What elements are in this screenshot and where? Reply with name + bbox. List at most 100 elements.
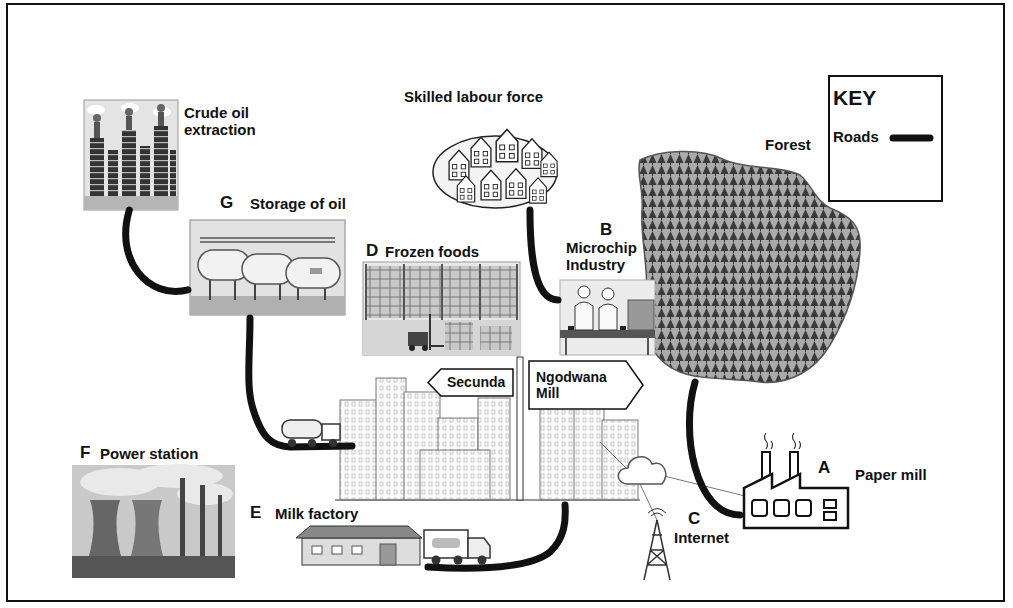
milk-factory-picture [312,546,322,554]
microchip-picture [575,302,593,330]
milk-factory-picture [296,526,490,565]
frozen-foods-picture [422,345,428,351]
labour-houses-picture [457,176,474,202]
tower-picture [644,520,670,580]
labour-houses-picture [506,169,526,199]
labour-houses-picture [496,129,518,161]
labour-houses-picture [530,178,547,203]
milk-factory-picture [352,546,362,554]
power-station-picture [200,485,205,560]
oil-storage-picture [190,220,345,315]
place-label: Milk factory [275,505,358,522]
place-label: Forest [765,136,811,153]
labour-houses-picture [433,136,557,208]
place-label: Frozen foods [385,243,479,260]
paper-mill-picture [824,512,836,520]
road-connector [689,382,740,515]
oil-extraction-picture [170,150,176,196]
milk-factory-picture [380,544,396,565]
milk-factory-picture [424,530,468,558]
road [249,318,352,447]
paper-mill-picture [796,500,811,516]
milk-factory-picture [296,526,422,538]
callout-letter: G [220,193,233,213]
oil-extraction-picture [94,122,100,138]
oil-tanker-truck [282,420,340,447]
oil-extraction-picture [125,108,133,116]
sign-outline [529,361,643,409]
oil-storage-site: GStorage of oil [188,190,378,318]
callout-letter: E [250,503,261,523]
place-label: Paper mill [855,466,927,483]
power-station-picture [72,464,235,578]
microchip-picture [602,288,614,300]
paper-mill-picture [752,500,767,516]
city-picture [335,357,640,500]
oil-tanker-truck [282,420,322,438]
city-picture [517,357,523,500]
paper-mill-picture [744,474,848,528]
road-connector [530,210,558,300]
oil-extraction-picture [126,116,132,130]
frozen-foods-picture [408,332,428,346]
key-heading: KEY [833,86,876,110]
microchip-picture [560,280,655,355]
key-box [829,76,942,201]
frozen-foods-picture [409,345,415,351]
frozen-foods-picture [366,264,517,320]
labour-settlement: Skilled labour force [400,86,590,210]
oil-tanker-truck [288,439,296,447]
labour-houses-picture [541,152,557,176]
city-picture [376,378,406,500]
city-picture [335,499,640,501]
frozen-foods-picture [445,322,473,350]
microchip-picture [566,338,648,355]
power-station-picture [130,500,164,560]
oil-extraction-site: Crude oil extraction [84,98,290,210]
oil-storage-picture [190,296,345,315]
direction-sign: Ngodwana Mill [528,360,644,410]
microchip-picture [560,330,655,338]
road [249,318,566,568]
oil-storage-picture [200,238,335,242]
place-label: Secunda [447,374,505,390]
oil-storage-picture [190,220,345,315]
direction-sign: Secunda [427,368,514,397]
paper-mill-picture [824,500,836,508]
milk-factory-picture [432,538,460,548]
place-label: Internet [674,529,729,546]
milk-factory-picture [332,546,342,554]
forest-picture [639,151,860,382]
forest-area: Forest [638,132,870,382]
microchip-picture [560,280,655,355]
milk-factory-picture [302,538,420,565]
paper-mill-picture [744,433,848,528]
milk-factory-picture [432,556,441,565]
place-label: Skilled labour force [404,88,543,105]
oil-extraction-picture [158,112,164,126]
callout-letter: C [688,509,700,529]
callout-letter: B [600,220,612,240]
oil-extraction-picture [90,138,104,196]
internet-cloud [618,457,665,484]
labour-houses-picture [522,139,542,169]
power-station-picture [88,500,122,560]
city-picture [540,405,576,500]
place-label: Ngodwana Mill [536,369,620,401]
city-picture [420,450,490,500]
key-box [829,76,942,201]
road-connector [126,210,188,291]
oil-extraction-picture [157,104,165,112]
callout-letter: A [818,458,830,478]
oil-extraction-picture [154,126,168,196]
power-station-site: FPower station [70,440,240,580]
power-station-picture [180,478,185,560]
frame [7,4,1004,601]
oil-storage-picture [286,258,340,288]
legend-text: Roads [833,128,879,145]
labour-houses-picture [481,170,501,200]
microchip-picture [628,300,654,330]
oil-extraction-picture [140,146,150,196]
microchip-picture [620,326,626,330]
